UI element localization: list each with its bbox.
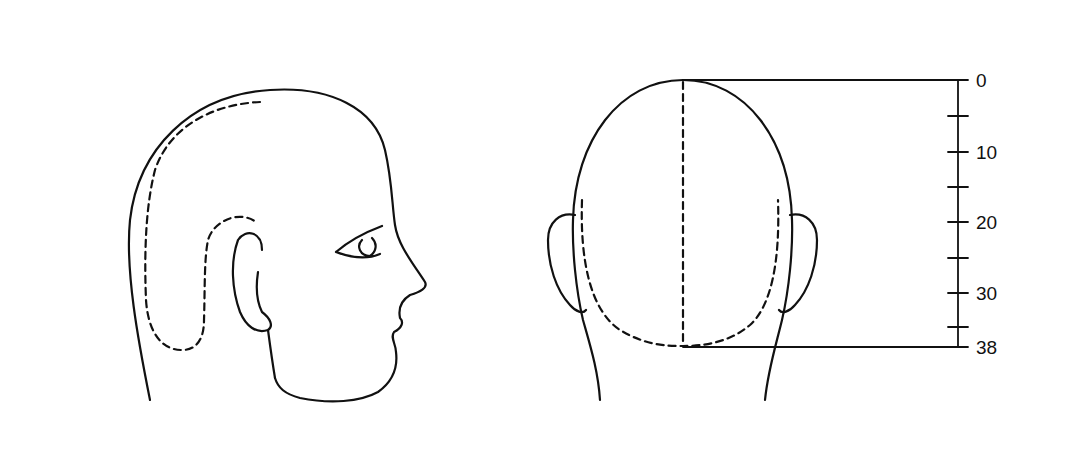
back-head-outline [573, 80, 792, 400]
scale-number: 38 [976, 338, 997, 357]
scale-number: 30 [976, 284, 997, 303]
back-ear-right [779, 214, 817, 312]
scale-number: 20 [976, 213, 997, 232]
side-eye [336, 226, 382, 258]
back-ear-left [548, 214, 586, 312]
incision-line [145, 102, 260, 350]
midline [682, 82, 684, 346]
scale-number: 0 [976, 71, 987, 90]
scale-number: 10 [976, 143, 997, 162]
side-neck-line [268, 330, 275, 378]
side-ear [233, 233, 271, 331]
scale-bar [957, 80, 959, 347]
dimension-line [683, 80, 958, 347]
scale-ticks [948, 80, 968, 347]
incision-line [582, 200, 779, 346]
side-head-outline [129, 90, 426, 402]
